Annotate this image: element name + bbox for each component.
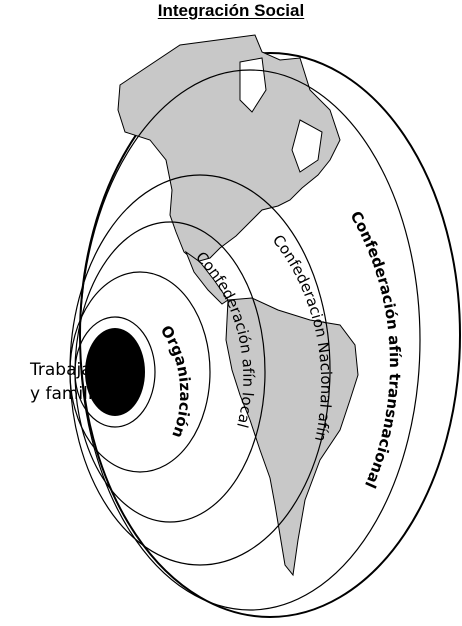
- central-america-land: [184, 250, 229, 305]
- ring-organization: [69, 271, 211, 473]
- south-america-land: [225, 297, 359, 577]
- concentric-rings: [69, 69, 421, 611]
- east-coast-cutout: [291, 119, 323, 173]
- ring-inner: [74, 316, 156, 428]
- core-label-line2: y familia: [30, 384, 103, 404]
- core-worker-family: [85, 328, 145, 416]
- ring-transnational: [79, 69, 421, 611]
- diagram-title: Integración Social: [157, 1, 305, 20]
- world-map-land: [117, 34, 359, 577]
- gulf-cutout: [239, 57, 267, 113]
- core-label-line1: Trabajador: [29, 360, 120, 380]
